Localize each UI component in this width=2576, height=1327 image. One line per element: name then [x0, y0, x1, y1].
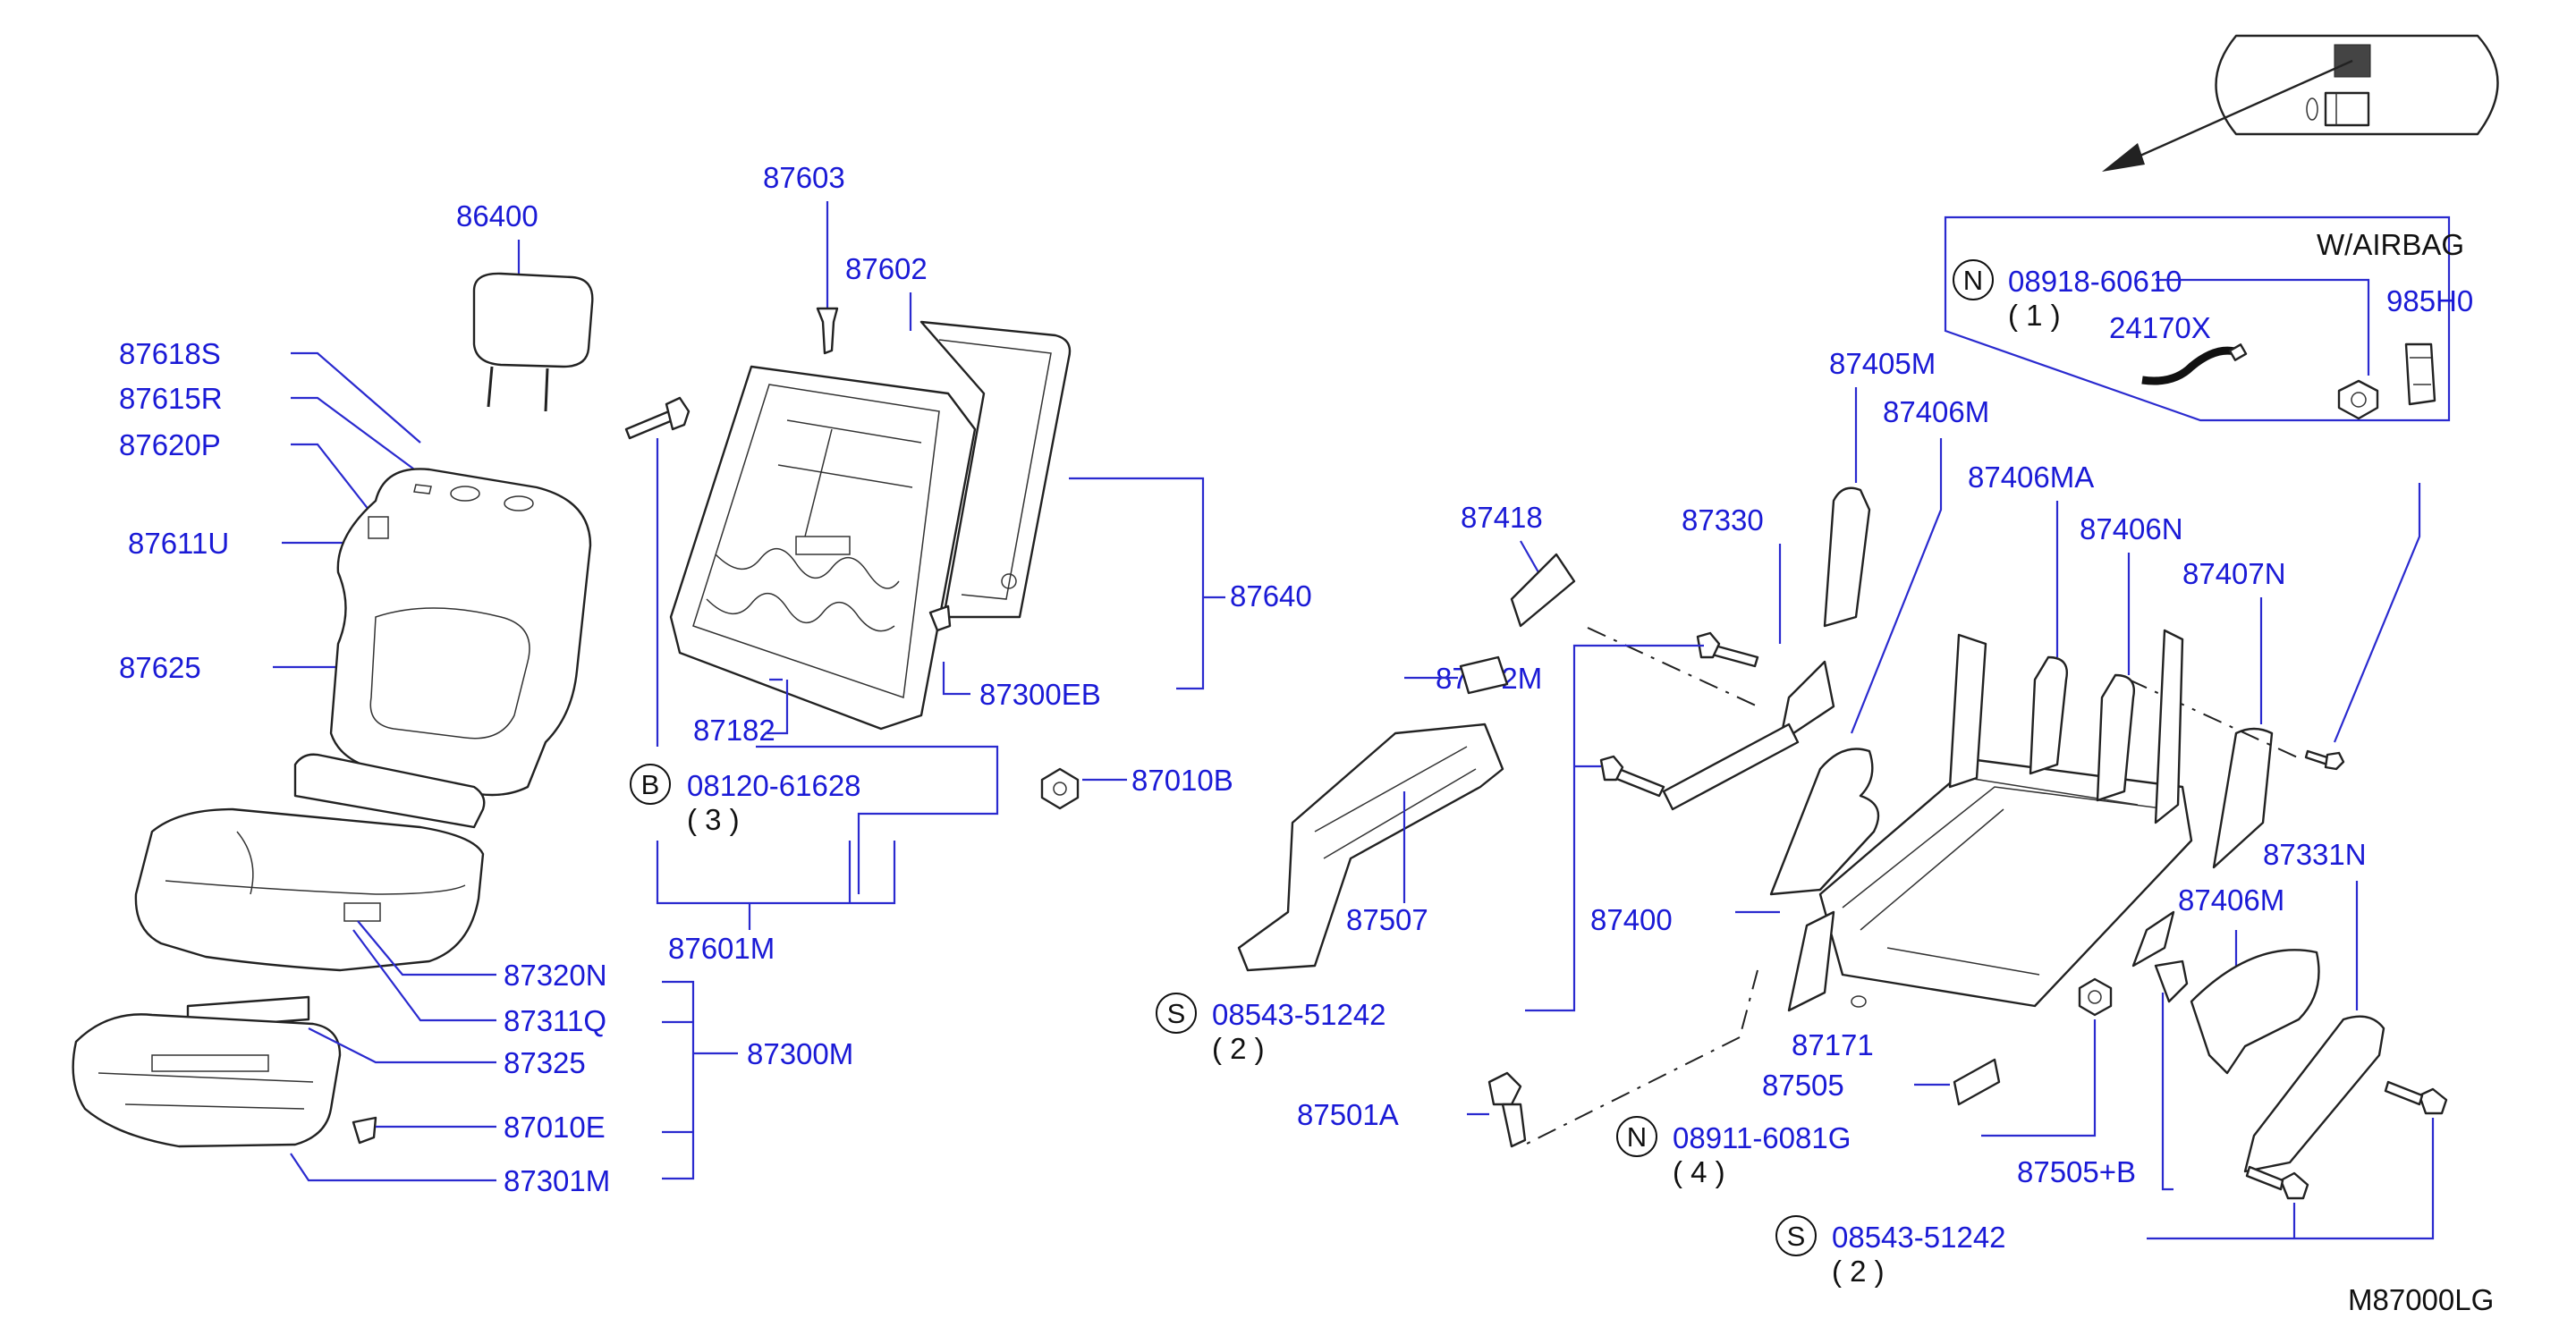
bolt-icon-d: [1696, 631, 1759, 668]
label-87400: 87400: [1590, 903, 1673, 936]
label-87505: 87505: [1762, 1069, 1844, 1102]
label-87611U: 87611U: [128, 527, 229, 560]
label-87418: 87418: [1461, 501, 1543, 534]
s2-part-number: 08543-51242: [1832, 1221, 2006, 1254]
seat-back-cover-icon: [329, 468, 592, 797]
label-87182: 87182: [693, 714, 775, 747]
seat-back-board-icon: [919, 320, 1072, 619]
n2-symbol: [1616, 1116, 1657, 1157]
s2-symbol: [1775, 1215, 1817, 1256]
n2-symbol-letter: N: [1627, 1121, 1647, 1153]
label-87602: 87602: [845, 252, 928, 285]
pin-icon: [816, 307, 839, 355]
n1-symbol-letter: N: [1963, 265, 1983, 296]
s2-symbol-letter: S: [1787, 1221, 1806, 1252]
recliner-plate-icon-b: [2190, 949, 2320, 1075]
headrest-icon: [472, 272, 594, 412]
label-87406M: 87406M: [1883, 395, 1989, 428]
n1-quantity: ( 1 ): [2008, 299, 2061, 332]
label-87010E: 87010E: [504, 1111, 606, 1144]
label-87601M: 87601M: [668, 932, 775, 965]
seat-track-frame-icon: [1787, 629, 2193, 1012]
diagram-id: M87000LG: [2348, 1283, 2494, 1316]
label-87406MA: 87406MA: [1968, 461, 2094, 494]
label-985H0: 985H0: [2386, 284, 2473, 317]
label-87625: 87625: [119, 651, 201, 684]
label-87311Q: 87311Q: [504, 1004, 606, 1037]
clip-icon-b: [928, 604, 952, 632]
label-87300EB: 87300EB: [979, 678, 1101, 711]
n2-quantity: ( 4 ): [1673, 1155, 1725, 1188]
label-87405M: 87405M: [1829, 347, 1936, 380]
handle-icon: [1510, 553, 1576, 628]
label-87501A: 87501A: [1297, 1098, 1399, 1131]
spring-icon: [2154, 959, 2189, 1003]
clip-icon: [352, 1116, 377, 1145]
label-87618S: 87618S: [119, 337, 221, 370]
nut-icon-c: [2078, 977, 2113, 1017]
seat-back-frame-icon: [669, 365, 977, 731]
label-87171: 87171: [1792, 1028, 1874, 1061]
bolt-icon-e: [1599, 755, 1665, 798]
bolt-icon-h: [2245, 1165, 2309, 1200]
label-87407N: 87407N: [2182, 557, 2286, 590]
harness-icon: [2141, 346, 2242, 385]
s1-quantity: ( 2 ): [1212, 1032, 1265, 1065]
label-87010B: 87010B: [1131, 764, 1233, 797]
label-87325: 87325: [504, 1046, 586, 1079]
bolt-icon-f: [1487, 1071, 1527, 1148]
s1-part-number: 08543-51242: [1212, 998, 1386, 1031]
airbag-box-title: W/AIRBAG: [2317, 228, 2464, 261]
label-87320N: 87320N: [504, 959, 607, 992]
bolt-icon: [624, 396, 691, 440]
bolt-icon-g: [2384, 1080, 2448, 1115]
s2-quantity: ( 2 ): [1832, 1255, 1885, 1288]
b-symbol: [630, 764, 671, 805]
n1-part-number: 08918-60610: [2008, 265, 2182, 298]
label-87300M: 87300M: [747, 1037, 853, 1070]
grommet-icon: [1851, 995, 1867, 1008]
airbag-box: [1944, 216, 2451, 422]
vehicle-locator-icon: [2102, 34, 2499, 172]
cap-icon: [1459, 655, 1509, 695]
label-87505B: 87505+B: [2017, 1155, 2136, 1188]
b-quantity: ( 3 ): [687, 803, 740, 836]
label-87507: 87507: [1346, 903, 1428, 936]
n1-symbol: [1953, 259, 1994, 300]
bolt-icon-c: [2304, 749, 2345, 771]
nut-icon-b: [1040, 767, 1080, 810]
recliner-plate-icon: [1769, 748, 1880, 896]
label-87331N: 87331N: [2263, 838, 2367, 871]
label-86400: 86400: [456, 199, 538, 232]
label-87640: 87640: [1230, 579, 1312, 613]
label-24170X: 24170X: [2109, 311, 2211, 344]
s1-symbol: [1156, 993, 1197, 1034]
nut-icon: [2337, 379, 2379, 420]
b-part-number: 08120-61628: [687, 769, 861, 802]
recliner-arm-icon: [2243, 1015, 2385, 1173]
seat-cushion-frame-icon: [72, 995, 342, 1148]
seat-cushion-cover-icon: [134, 753, 486, 972]
b-symbol-letter: B: [641, 769, 660, 800]
cover-panel-icon: [1237, 723, 1504, 972]
locator-arrow-icon: [2102, 143, 2145, 172]
s1-symbol-letter: S: [1167, 998, 1186, 1029]
label-87615R: 87615R: [119, 382, 223, 415]
n2-part-number: 08911-6081G: [1673, 1121, 1851, 1154]
label-87301M: 87301M: [504, 1164, 610, 1197]
label-87330: 87330: [1682, 503, 1764, 537]
label-87620P: 87620P: [119, 428, 221, 461]
label-87406M_b: 87406M: [2178, 883, 2284, 917]
side-cover-icon: [1823, 486, 1871, 628]
sensor-icon: [2404, 342, 2436, 406]
label-87603: 87603: [763, 161, 845, 194]
bracket-icon: [1953, 1058, 2001, 1106]
label-87406N: 87406N: [2080, 512, 2183, 545]
